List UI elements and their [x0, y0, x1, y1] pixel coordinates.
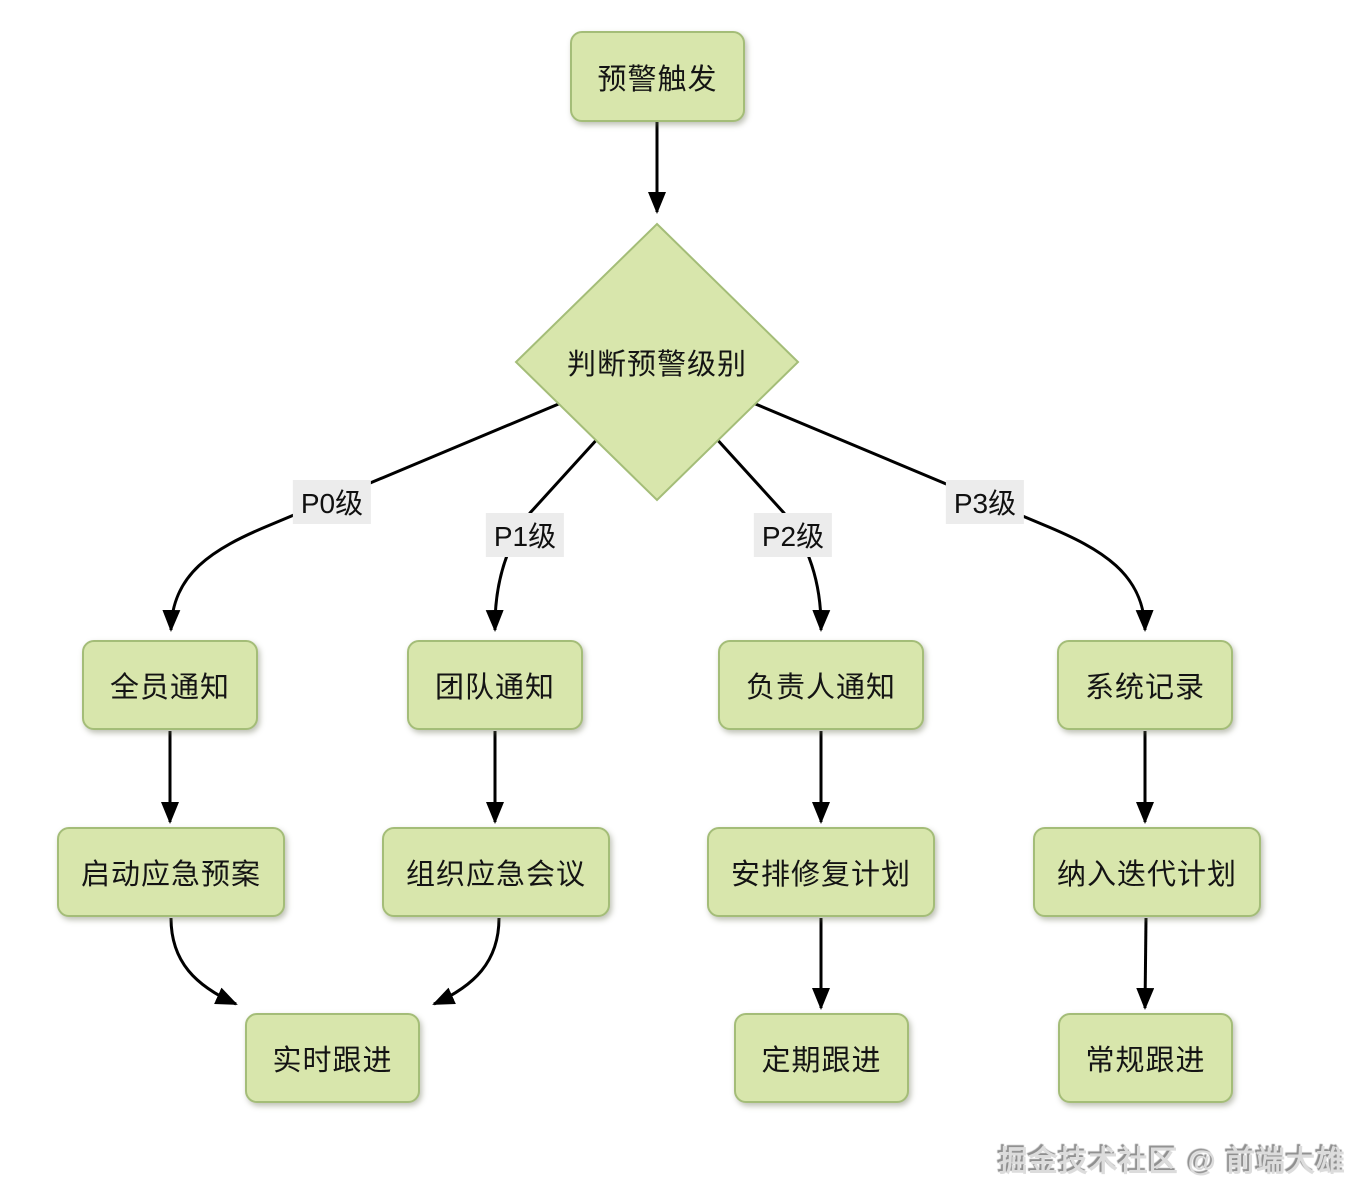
watermark: 掘金技术社区 @ 前端大雄 [998, 1146, 1346, 1178]
node-trigger-label: 预警触发 [597, 63, 718, 96]
node-follow-periodic-label: 定期跟进 [761, 1045, 882, 1077]
node-trigger: 预警触发 [570, 31, 745, 122]
node-follow-routine: 常规跟进 [1058, 1013, 1233, 1103]
node-decision: 判断预警级别 [516, 223, 798, 500]
node-notify-all: 全员通知 [82, 640, 258, 730]
edge-start-plan-to-follow-realtime [169, 917, 238, 1006]
node-notify-team: 团队通知 [407, 640, 583, 730]
edge-label-p0: P0级 [292, 480, 372, 524]
node-notify-owner: 负责人通知 [718, 640, 924, 730]
edge-meeting-to-follow-realtime [432, 917, 501, 1006]
edge-iteration-to-follow-routine [1136, 917, 1155, 1010]
node-arrange-fix-plan: 安排修复计划 [707, 827, 935, 917]
node-start-emergency-plan: 启动应急预案 [57, 827, 285, 917]
node-organize-emergency-meeting-label: 组织应急会议 [405, 859, 586, 891]
node-system-record-label: 系统记录 [1084, 672, 1205, 704]
node-notify-owner-label: 负责人通知 [745, 672, 896, 704]
edge-decision-to-system-record [733, 393, 1154, 632]
edge-label-p1: P1级 [485, 513, 565, 557]
edge-label-p3: P3级 [945, 480, 1025, 524]
node-add-to-iteration-plan: 纳入迭代计划 [1033, 827, 1261, 917]
edge-decision-to-notify-all [162, 393, 581, 632]
node-notify-team-label: 团队通知 [434, 672, 555, 704]
node-notify-all-label: 全员通知 [109, 672, 230, 704]
node-system-record: 系统记录 [1057, 640, 1233, 730]
node-follow-routine-label: 常规跟进 [1085, 1045, 1206, 1077]
node-start-emergency-plan-label: 启动应急预案 [80, 859, 261, 891]
node-organize-emergency-meeting: 组织应急会议 [382, 827, 610, 917]
node-arrange-fix-plan-label: 安排修复计划 [730, 859, 911, 891]
node-follow-realtime: 实时跟进 [245, 1013, 420, 1103]
edge-label-p2: P2级 [753, 513, 833, 557]
node-follow-realtime-label: 实时跟进 [272, 1045, 393, 1077]
node-decision-shape [514, 222, 800, 502]
node-add-to-iteration-plan-label: 纳入迭代计划 [1056, 859, 1237, 891]
node-decision-label: 判断预警级别 [566, 348, 747, 381]
node-follow-periodic: 定期跟进 [734, 1013, 909, 1103]
